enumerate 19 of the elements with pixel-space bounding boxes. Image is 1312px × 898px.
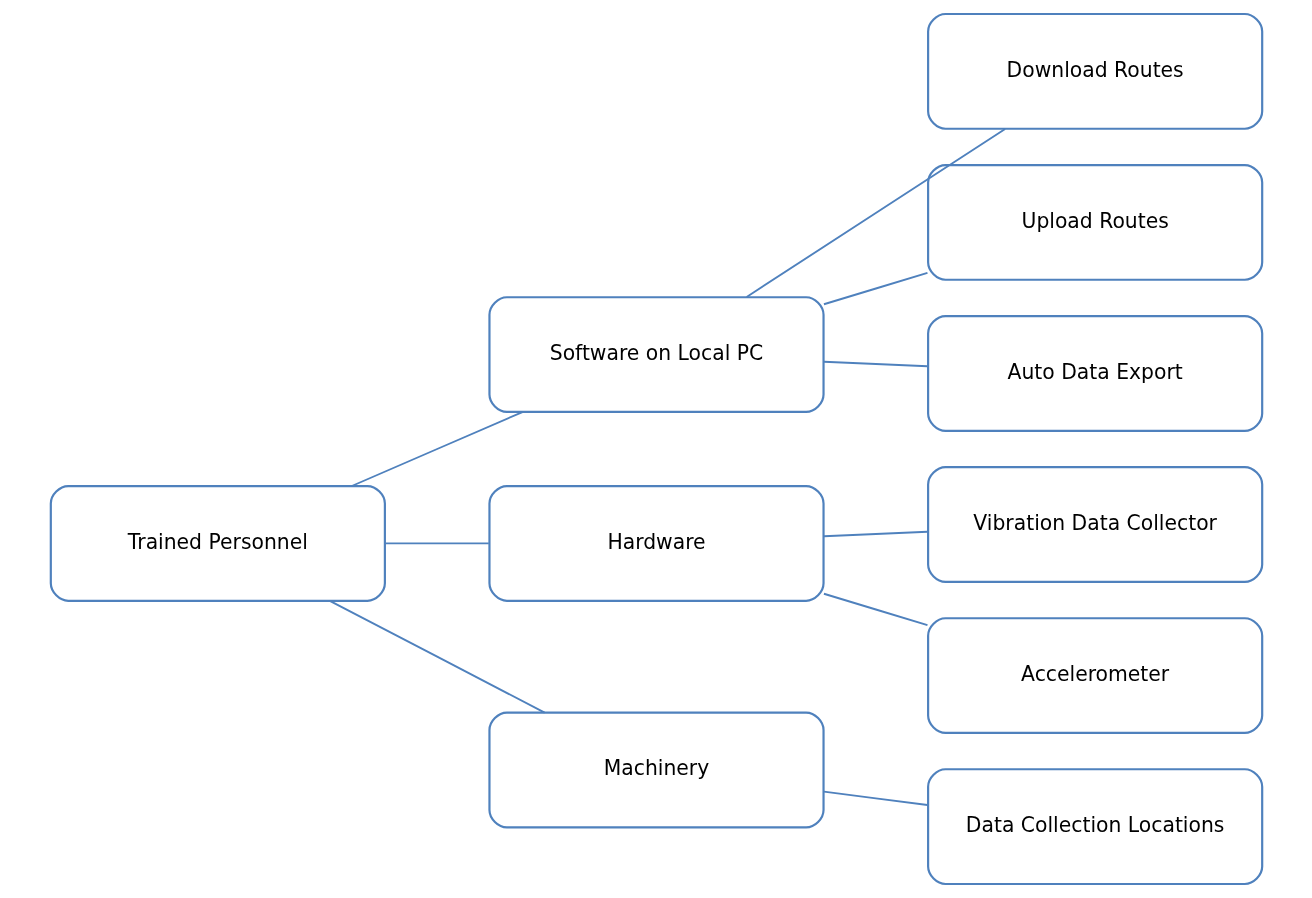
node-box: Accelerometer [926,617,1263,735]
node-box: Hardware [487,484,825,602]
connector [822,592,928,627]
connector [822,271,928,306]
node-box: Upload Routes [926,163,1263,281]
node-box: Auto Data Export [926,315,1263,432]
node-box: Trained Personnel [49,484,386,602]
node-box: Data Collection Locations [926,768,1263,886]
node-box: Machinery [487,711,825,829]
connector [383,542,490,545]
node-box: Download Routes [926,12,1263,130]
node-box: Software on Local PC [487,296,825,414]
connector [822,790,928,806]
connector [350,411,523,487]
node-box: Vibration Data Collector [926,466,1263,583]
connector [745,128,1006,298]
connector [328,599,546,714]
connector [822,530,928,538]
connector [822,360,928,368]
